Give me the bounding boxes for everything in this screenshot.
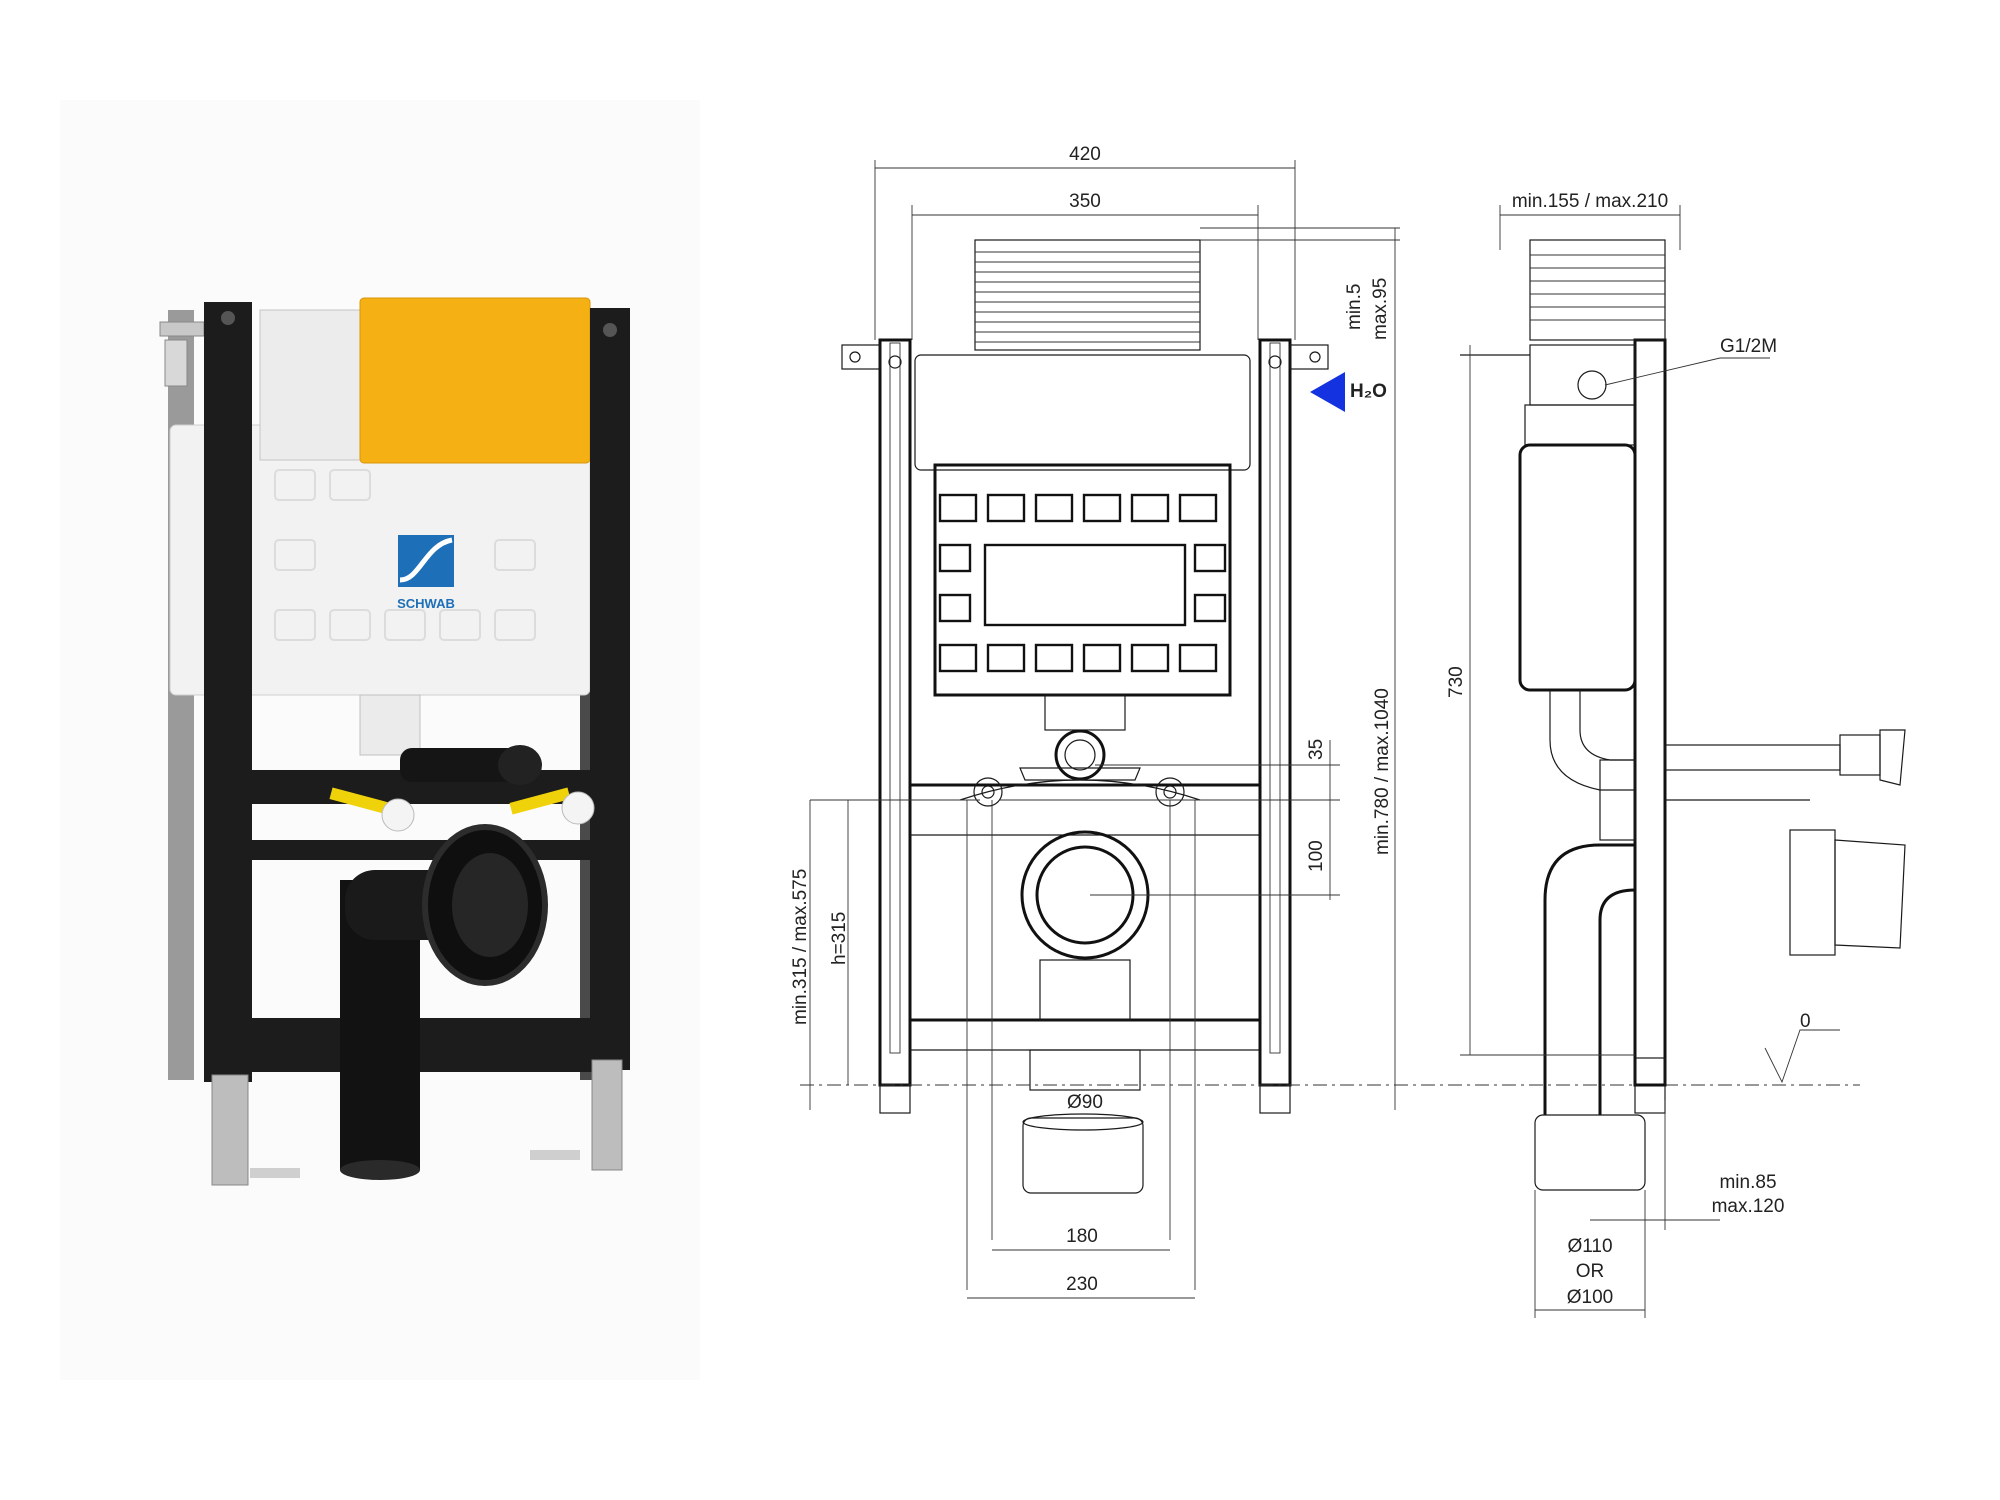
bolt-left-icon (973, 777, 1003, 807)
grille-lines (975, 251, 1200, 343)
dim-bolt-spacing-inner: 180 (1066, 1226, 1098, 1247)
bracket-left (841, 344, 881, 370)
foot-plate-left (250, 1168, 300, 1178)
side-flush-grille (1529, 239, 1666, 341)
dim-pipe-offset-max: max.120 (1712, 1196, 1785, 1217)
frame-hole-icon (603, 323, 617, 337)
dim-cistern-adjust-min: min.5 (1344, 284, 1365, 330)
side-supply-pipe (1664, 744, 1841, 771)
dim-depth-range: min.155 / max.210 (1512, 191, 1668, 212)
product-photo: SCHWAB (60, 100, 700, 1380)
dim-bolt-spacing-outer: 230 (1066, 1274, 1098, 1295)
top-bracket-left (159, 321, 205, 337)
front-post-right (590, 308, 630, 1070)
cistern-squares (938, 493, 1227, 673)
dim-pipe-diam-2: Ø100 (1567, 1287, 1613, 1308)
front-view-drawing: 420 350 min.5 max.95 min.780 / max.1040 … (790, 144, 1860, 1299)
drain-inlet-ring (1054, 729, 1106, 781)
frame-hole-icon (221, 311, 235, 325)
dim-pipe-offset-min: min.85 (1719, 1172, 1776, 1193)
side-frame-post (1633, 338, 1667, 1087)
drain-pipe-end (340, 1160, 420, 1180)
brand-label: SCHWAB (397, 596, 455, 611)
cistern-pattern (274, 469, 536, 641)
foot-right (591, 1059, 623, 1171)
side-waste-pipe (1534, 1114, 1646, 1191)
dim-bolt-height: h=315 (829, 912, 850, 965)
inlet-valve-icon (1577, 370, 1607, 400)
floor-zero-mark-icon (1764, 1029, 1840, 1084)
foot-left (211, 1074, 249, 1186)
side-flush-pipe (1549, 690, 1635, 791)
drain-pipe-lower (1022, 1117, 1144, 1194)
frame-post-right (1258, 338, 1292, 1087)
foot-plate-right (530, 1150, 580, 1160)
dim-side-height: 730 (1446, 666, 1467, 698)
side-waste-elbow (1543, 843, 1635, 1115)
drain-pipe-upper (1029, 1049, 1141, 1091)
dim-drain-offset: 35 (1306, 739, 1327, 760)
dim-pipe-or: OR (1576, 1261, 1605, 1282)
dim-bolt-height-range: min.315 / max.575 (790, 869, 811, 1025)
flush-pipe (359, 694, 421, 756)
inlet-thread-label: G1/2M (1720, 336, 1777, 357)
side-view-drawing: min.155 / max.210 G1/2M 730 0 min.85 max… (1446, 191, 1906, 1318)
dim-height-range: min.780 / max.1040 (1372, 688, 1393, 855)
bolt-cap-left (381, 798, 415, 832)
dim-width-overall: 420 (1069, 144, 1101, 165)
side-waste-connector (1789, 829, 1836, 956)
frame-crossbar-middle (252, 840, 592, 860)
flush-pipe (1044, 694, 1126, 731)
valve-yellow-right (509, 787, 571, 815)
supply-pipe-end (498, 745, 542, 785)
valve-yellow-left (329, 787, 391, 815)
dim-drain-spacing: 100 (1306, 840, 1327, 872)
bracket-right (1289, 344, 1329, 370)
foot-left (879, 1084, 911, 1114)
foot-right (1259, 1084, 1291, 1114)
schwab-logo-swoosh (399, 537, 453, 583)
water-inlet-label: H₂O (1350, 381, 1387, 402)
frame-crossbar-lower (252, 1018, 592, 1072)
frame-post-left (878, 338, 912, 1087)
flush-frame-grille (974, 239, 1201, 351)
yellow-protective-cover (359, 297, 591, 464)
dim-cistern-adjust-max: max.95 (1370, 278, 1391, 340)
drain-socket-inner (452, 853, 528, 957)
floor-zero-label: 0 (1800, 1011, 1811, 1032)
dim-pipe-diam-1: Ø110 (1567, 1236, 1612, 1257)
dim-width-inner: 350 (1069, 191, 1101, 212)
side-cistern-body (1518, 443, 1637, 692)
supply-pipe (400, 748, 520, 782)
front-post-left (204, 302, 252, 1082)
water-inlet-marker-icon (1310, 372, 1345, 412)
top-cover-white (259, 309, 371, 461)
top-bracket-left-plate (164, 339, 188, 387)
dim-drain-diameter: Ø90 (1067, 1092, 1103, 1113)
cistern-top (914, 354, 1251, 471)
bolt-cap-right (561, 791, 595, 825)
side-foot (1634, 1057, 1666, 1114)
